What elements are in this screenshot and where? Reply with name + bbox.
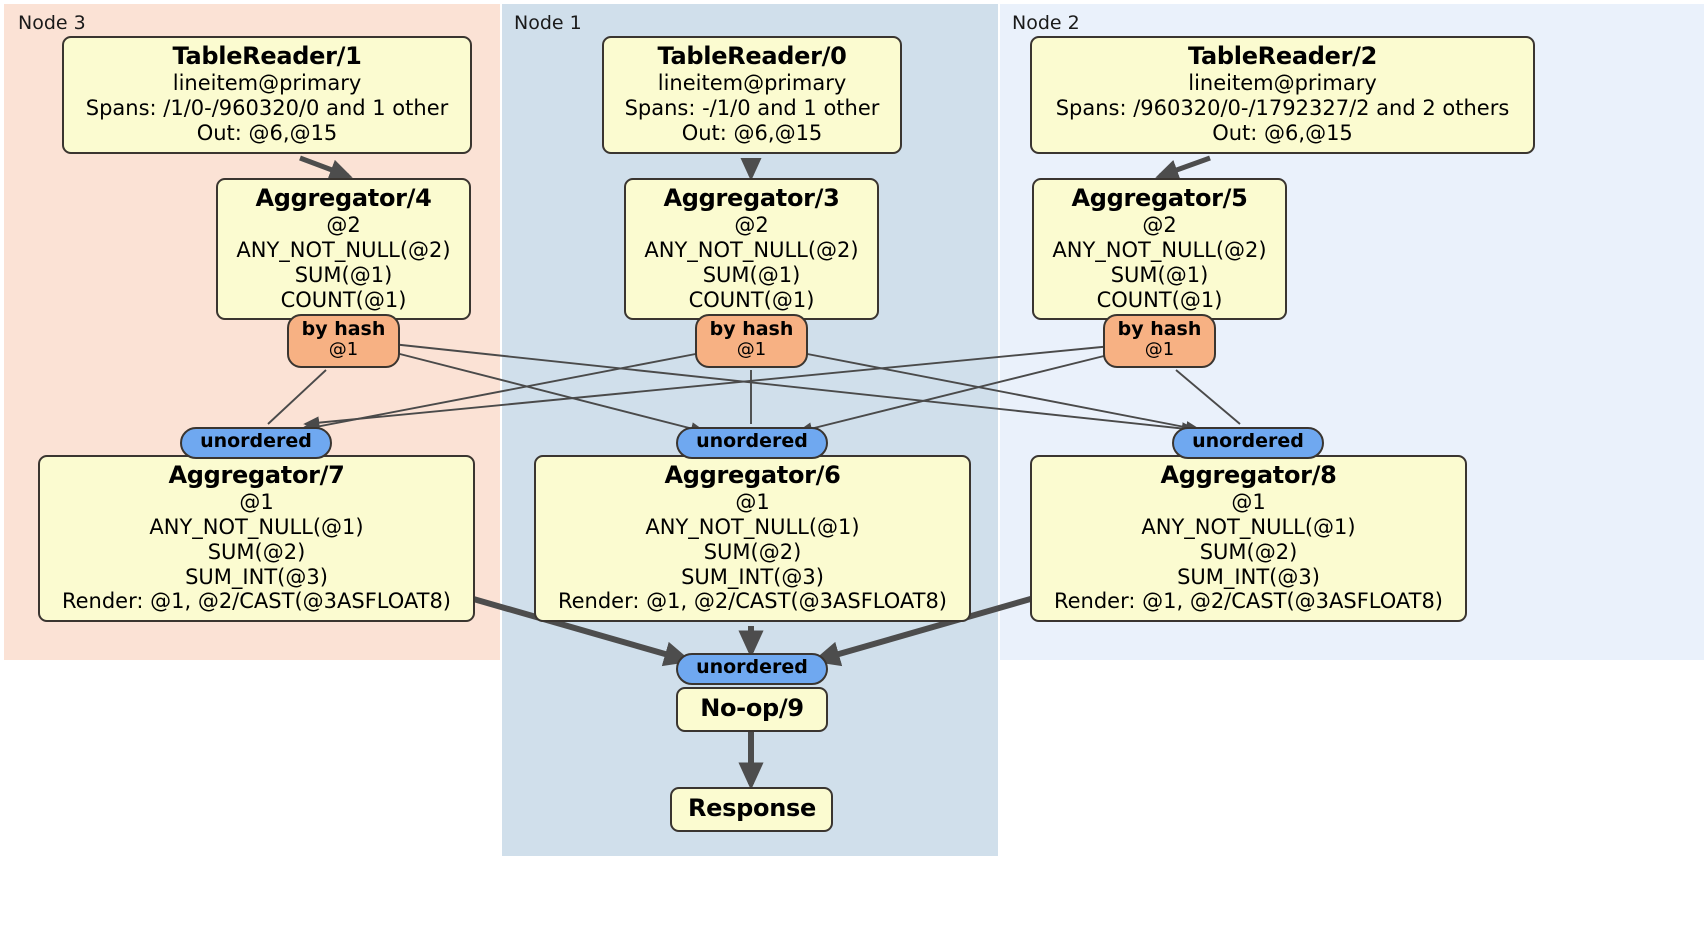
node-label-node3: Node 3 — [18, 12, 86, 34]
processor-line: SUM(@1) — [294, 262, 393, 287]
node-label-node1: Node 1 — [514, 12, 582, 34]
router-unordered-left[interactable]: unordered — [180, 427, 332, 459]
processor-tablereader0[interactable]: TableReader/0 lineitem@primary Spans: -/… — [602, 36, 902, 154]
processor-tablereader2[interactable]: TableReader/2 lineitem@primary Spans: /9… — [1030, 36, 1535, 154]
processor-line: SUM(@2) — [1199, 539, 1298, 564]
router-by-hash-right[interactable]: by hash @1 — [1103, 314, 1216, 368]
processor-line: COUNT(@1) — [688, 287, 815, 312]
processor-title: TableReader/0 — [657, 42, 847, 70]
processor-line: lineitem@primary — [172, 71, 362, 96]
router-label: unordered — [696, 430, 808, 452]
router-label: by hash — [301, 318, 386, 340]
processor-line: Spans: /1/0-/960320/0 and 1 other — [85, 96, 449, 121]
node-label-node2: Node 2 — [1012, 12, 1080, 34]
router-sublabel: @1 — [328, 339, 359, 361]
processor-title: TableReader/2 — [1188, 42, 1377, 70]
processor-line: @2 — [326, 213, 361, 238]
router-label: by hash — [1117, 318, 1202, 340]
processor-line: SUM(@1) — [1110, 262, 1209, 287]
router-by-hash-mid[interactable]: by hash @1 — [695, 314, 808, 368]
processor-line: @1 — [1231, 490, 1266, 515]
processor-line: @1 — [735, 490, 770, 515]
router-sublabel: @1 — [736, 339, 767, 361]
processor-noop9[interactable]: No-op/9 — [676, 687, 828, 733]
processor-line: SUM_INT(@3) — [681, 564, 824, 589]
processor-line: Out: @6,@15 — [196, 120, 338, 145]
router-label: unordered — [1192, 430, 1304, 452]
router-by-hash-left[interactable]: by hash @1 — [287, 314, 400, 368]
processor-title: Aggregator/7 — [168, 461, 345, 489]
processor-line: @2 — [1142, 213, 1177, 238]
processor-title: Aggregator/6 — [664, 461, 841, 489]
processor-line: Spans: -/1/0 and 1 other — [624, 96, 880, 121]
processor-title: Aggregator/3 — [663, 184, 840, 212]
processor-line: Render: @1, @2/CAST(@3ASFLOAT8) — [557, 589, 948, 614]
router-label: unordered — [696, 656, 808, 678]
processor-title: Aggregator/4 — [255, 184, 432, 212]
processor-aggregator4[interactable]: Aggregator/4 @2 ANY_NOT_NULL(@2) SUM(@1)… — [216, 178, 471, 321]
processor-line: ANY_NOT_NULL(@2) — [644, 238, 859, 263]
processor-title: Response — [688, 794, 816, 822]
processor-tablereader1[interactable]: TableReader/1 lineitem@primary Spans: /1… — [62, 36, 472, 154]
processor-line: lineitem@primary — [657, 71, 847, 96]
router-unordered-final[interactable]: unordered — [676, 653, 828, 685]
processor-line: @2 — [734, 213, 769, 238]
processor-line: Out: @6,@15 — [1212, 120, 1353, 145]
processor-aggregator8[interactable]: Aggregator/8 @1 ANY_NOT_NULL(@1) SUM(@2)… — [1030, 455, 1467, 623]
processor-line: SUM(@1) — [702, 262, 801, 287]
processor-line: ANY_NOT_NULL(@1) — [645, 515, 860, 540]
processor-title: Aggregator/8 — [1160, 461, 1337, 489]
router-label: by hash — [709, 318, 794, 340]
processor-line: lineitem@primary — [1188, 71, 1377, 96]
processor-line: ANY_NOT_NULL(@1) — [1141, 515, 1356, 540]
processor-aggregator7[interactable]: Aggregator/7 @1 ANY_NOT_NULL(@1) SUM(@2)… — [38, 455, 475, 623]
router-unordered-right[interactable]: unordered — [1172, 427, 1324, 459]
processor-line: ANY_NOT_NULL(@2) — [1052, 238, 1267, 263]
processor-line: Render: @1, @2/CAST(@3ASFLOAT8) — [1053, 589, 1444, 614]
processor-line: COUNT(@1) — [280, 287, 407, 312]
processor-line: SUM(@2) — [703, 539, 802, 564]
router-label: unordered — [200, 430, 312, 452]
processor-response[interactable]: Response — [670, 787, 833, 833]
processor-title: No-op/9 — [700, 694, 804, 722]
processor-title: TableReader/1 — [172, 42, 362, 70]
router-sublabel: @1 — [1144, 339, 1175, 361]
processor-line: @1 — [239, 490, 274, 515]
processor-line: Spans: /960320/0-/1792327/2 and 2 others — [1055, 96, 1510, 121]
processor-aggregator6[interactable]: Aggregator/6 @1 ANY_NOT_NULL(@1) SUM(@2)… — [534, 455, 971, 623]
processor-line: ANY_NOT_NULL(@1) — [149, 515, 364, 540]
router-unordered-mid[interactable]: unordered — [676, 427, 828, 459]
processor-aggregator5[interactable]: Aggregator/5 @2 ANY_NOT_NULL(@2) SUM(@1)… — [1032, 178, 1287, 321]
processor-line: SUM_INT(@3) — [185, 564, 328, 589]
processor-title: Aggregator/5 — [1071, 184, 1248, 212]
processor-line: Render: @1, @2/CAST(@3ASFLOAT8) — [61, 589, 452, 614]
processor-line: SUM_INT(@3) — [1177, 564, 1320, 589]
processor-aggregator3[interactable]: Aggregator/3 @2 ANY_NOT_NULL(@2) SUM(@1)… — [624, 178, 879, 321]
processor-line: SUM(@2) — [207, 539, 306, 564]
processor-line: ANY_NOT_NULL(@2) — [236, 238, 451, 263]
processor-line: Out: @6,@15 — [681, 120, 823, 145]
processor-line: COUNT(@1) — [1096, 287, 1223, 312]
